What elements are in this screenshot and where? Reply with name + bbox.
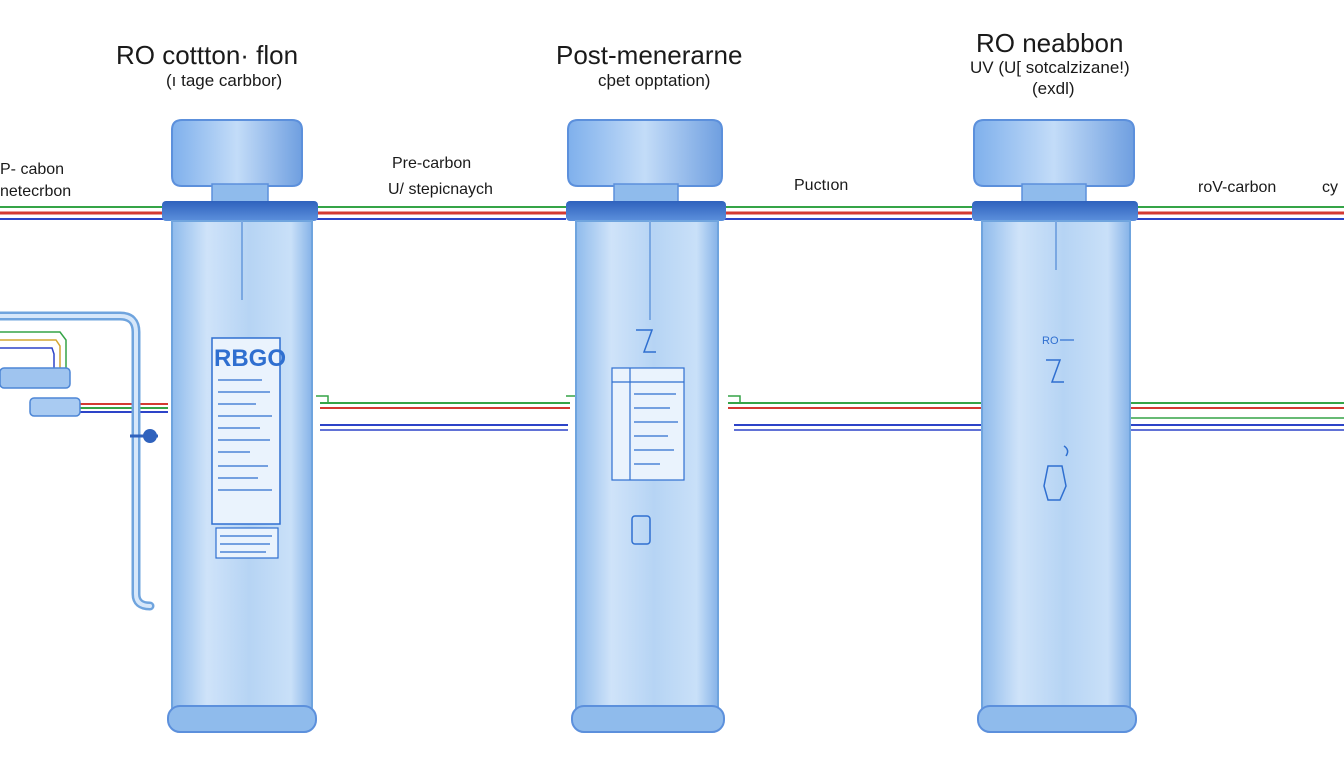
filter-housing-2	[566, 119, 726, 733]
faucet-assembly	[0, 311, 158, 611]
stage-3-subtitle-2: (exdl)	[1032, 79, 1075, 98]
stage-3-subtitle: UV (U[ sotcalzizane!)	[970, 58, 1130, 77]
left-bottom-label: netecrbon	[0, 183, 72, 200]
filter-3-logo: RO	[1042, 335, 1059, 347]
stage-2-title: Post-menerarne	[556, 40, 743, 70]
mid1-bottom-label: U/ stepicnaych	[388, 181, 493, 198]
right-edge-label: cy	[1322, 179, 1338, 196]
left-top-label: P- cabon	[0, 161, 65, 178]
stage-1-subtitle: (ı tage carbbor)	[166, 71, 283, 90]
stage-2-subtitle: cþet opptation)	[598, 71, 711, 90]
stage-1-title: RO cottton· flon	[116, 40, 299, 70]
filter-housing-1: RBGO	[162, 119, 318, 733]
mid2-label: Puctıon	[794, 177, 849, 194]
right-label: roV-carbon	[1198, 179, 1277, 196]
filter-housing-3: RO	[972, 119, 1138, 733]
filter-1-logo: RBGO	[214, 345, 286, 372]
stage-3-title: RO neabbon	[976, 28, 1124, 58]
mid1-top-label: Pre-carbon	[392, 155, 472, 172]
upper-pipes	[0, 206, 1344, 220]
